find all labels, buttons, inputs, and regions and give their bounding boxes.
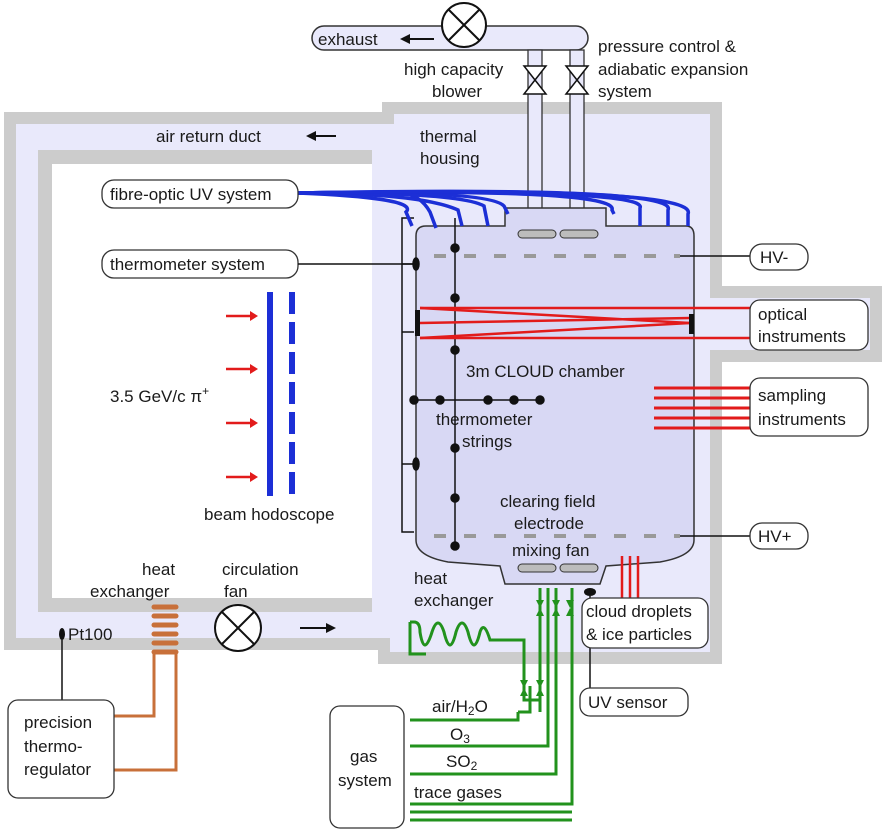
strings-label-1: thermometer	[436, 410, 533, 429]
exhaust-label: exhaust	[318, 30, 378, 49]
heat-exchanger-coil-icon	[151, 604, 179, 655]
droplets-callout: cloud droplets & ice particles	[581, 597, 709, 649]
flow-arrow-icon	[300, 623, 336, 633]
inner-room	[52, 164, 378, 598]
thermometer-system-label: thermometer system	[110, 255, 265, 274]
circ-fan-label-1: circulation	[222, 560, 299, 579]
thermal-housing-label-1: thermal	[420, 127, 477, 146]
chamber-label: 3m CLOUD chamber	[466, 362, 625, 381]
strings-label-2: strings	[462, 432, 512, 451]
thermal-housing-label-2: housing	[420, 149, 480, 168]
cloud-chamber: 3m CLOUD chamber thermometer strings cle…	[415, 207, 695, 585]
pt100-icon	[59, 628, 65, 640]
thermoregulator-box: precision thermo- regulator	[7, 699, 115, 799]
hodoscope	[267, 292, 295, 496]
blower-label-1: high capacity	[404, 60, 504, 79]
hodoscope-label: beam hodoscope	[204, 505, 334, 524]
sampling-callout: sampling instruments	[749, 377, 869, 437]
pressure-label-3: system	[598, 82, 652, 101]
beam-arrows	[226, 311, 258, 482]
air-return-arrow-icon	[306, 131, 336, 141]
valve-right-icon	[564, 65, 590, 95]
mixing-fan-icon	[517, 563, 599, 573]
pt100-label: Pt100	[68, 625, 112, 644]
gas-lines	[408, 588, 574, 822]
optical-label-1: optical	[758, 305, 807, 324]
uv-sensor-callout: UV sensor	[579, 687, 689, 717]
chamber-vessel	[415, 207, 695, 585]
pressure-label-2: adiabatic expansion	[598, 60, 748, 79]
uv-sensor-label: UV sensor	[588, 693, 668, 712]
clearing-label-1: clearing field	[500, 492, 595, 511]
circ-fan-label-2: fan	[224, 582, 248, 601]
pressure-label-1: pressure control &	[598, 37, 737, 56]
air-return-label: air return duct	[156, 127, 261, 146]
droplets-label-1: cloud droplets	[586, 602, 692, 621]
o3-label: O3	[450, 725, 470, 746]
precision-label-3: regulator	[24, 760, 91, 779]
trace-gases-label: trace gases	[414, 783, 502, 802]
hx-left-label-1: heat	[142, 560, 175, 579]
droplet-tubes	[620, 556, 640, 600]
exhaust-arrow-icon	[400, 34, 434, 44]
clearing-label-2: electrode	[514, 514, 584, 533]
precision-label-1: precision	[24, 713, 92, 732]
hv-minus-callout: HV-	[680, 243, 809, 271]
thermometer-system-callout: thermometer system	[101, 249, 414, 279]
hv-minus-label: HV-	[760, 248, 788, 267]
optical-label-2: instruments	[758, 327, 846, 346]
gas-system-label-1: gas	[350, 747, 377, 766]
circulation-fan-icon	[214, 604, 262, 652]
gas-system-label-2: system	[338, 771, 392, 790]
uv-fibres	[297, 189, 690, 229]
sampling-lines	[654, 386, 750, 430]
fibre-optic-callout: fibre-optic UV system	[101, 179, 299, 209]
hv-plus-label: HV+	[758, 527, 792, 546]
precision-label-2: thermo-	[24, 737, 83, 756]
droplets-label-2: & ice particles	[586, 625, 692, 644]
fibre-optic-label: fibre-optic UV system	[110, 185, 272, 204]
hx-bottom-label-1: heat	[414, 569, 447, 588]
mirror-right-icon	[689, 314, 694, 334]
beam-label: 3.5 GeV/c π+	[110, 384, 209, 406]
valve-left-icon	[522, 65, 548, 95]
hx-bottom-label-2: exchanger	[414, 591, 494, 610]
sampling-label-1: sampling	[758, 386, 826, 405]
pt100-sensor: Pt100	[59, 625, 112, 700]
hv-plus-callout: HV+	[680, 522, 809, 550]
copper-pipes	[114, 652, 178, 772]
air-h2o-label: air/H2O	[432, 697, 488, 718]
so2-label: SO2	[446, 752, 478, 773]
hx-left-label-2: exchanger	[90, 582, 170, 601]
top-fan-icon	[517, 229, 599, 239]
optical-callout: optical instruments	[749, 299, 869, 351]
gas-system-box: gas system	[329, 705, 405, 829]
uv-sensor-probe-icon	[584, 588, 596, 596]
mixing-fan-label: mixing fan	[512, 541, 589, 560]
sampling-label-2: instruments	[758, 410, 846, 429]
mirror-left-icon	[415, 310, 420, 336]
blower-label-2: blower	[432, 82, 482, 101]
optical-path	[419, 306, 750, 340]
exhaust-assembly: exhaust high capacity blower pressure co…	[311, 2, 748, 211]
gas-valve-icons	[520, 600, 574, 696]
